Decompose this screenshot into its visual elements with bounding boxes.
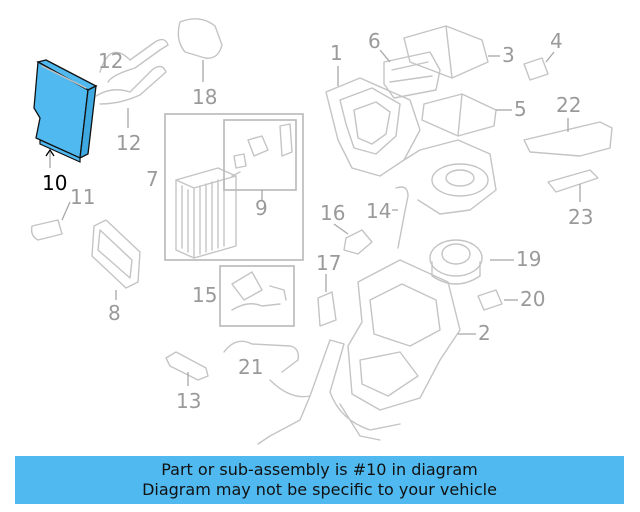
label-18: 18 <box>192 85 217 109</box>
leader-16 <box>333 223 349 235</box>
label-7: 7 <box>146 167 159 191</box>
part-12-pipes[interactable] <box>95 38 169 105</box>
caption-banner: Part or sub-assembly is #10 in diagram D… <box>15 456 624 504</box>
label-12-top: 12 <box>98 49 123 73</box>
part-19-blower-motor[interactable] <box>429 239 483 285</box>
caption-line-2: Diagram may not be specific to your vehi… <box>142 480 497 499</box>
part-17-module[interactable] <box>317 291 337 327</box>
part-11-bracket[interactable] <box>30 219 63 241</box>
label-13: 13 <box>176 389 201 413</box>
part-1-hvac-case[interactable] <box>325 77 497 215</box>
label-12-bottom: 12 <box>116 131 141 155</box>
label-4: 4 <box>550 29 563 53</box>
part-21-harness[interactable] <box>223 340 300 373</box>
label-19: 19 <box>516 247 541 271</box>
label-11: 11 <box>70 185 95 209</box>
leader-11 <box>61 201 71 221</box>
label-21: 21 <box>238 355 263 379</box>
caption-line-1: Part or sub-assembly is #10 in diagram <box>161 460 478 479</box>
label-3: 3 <box>502 43 515 67</box>
label-10: 10 <box>42 171 67 195</box>
part-2-lower-case[interactable] <box>347 259 461 411</box>
label-8: 8 <box>108 301 121 325</box>
group-box-7 <box>164 113 304 261</box>
part-18-cover[interactable] <box>177 18 223 59</box>
label-23: 23 <box>568 205 593 229</box>
part-3-duct[interactable] <box>403 25 489 79</box>
leader-4 <box>545 51 555 63</box>
part-20-resistor[interactable] <box>477 289 503 311</box>
group-box-15 <box>219 265 295 327</box>
part-10-heater-core[interactable] <box>33 59 98 163</box>
part-16-servo[interactable] <box>343 229 373 255</box>
label-6: 6 <box>368 29 381 53</box>
part-6-door[interactable] <box>383 51 441 99</box>
label-20: 20 <box>520 287 545 311</box>
part-15-actuator[interactable] <box>231 271 287 311</box>
label-1: 1 <box>330 41 343 65</box>
leader-6 <box>379 49 391 63</box>
label-9: 9 <box>255 196 268 220</box>
part-14-hose[interactable] <box>395 186 409 249</box>
label-2: 2 <box>478 321 491 345</box>
label-15: 15 <box>192 283 217 307</box>
label-5: 5 <box>514 97 527 121</box>
label-14: 14 <box>366 199 391 223</box>
label-22: 22 <box>556 93 581 117</box>
arrow-10 <box>45 148 55 157</box>
part-8-seal-frame[interactable] <box>91 219 141 289</box>
part-13-bracket[interactable] <box>165 351 209 381</box>
part-4-clip[interactable] <box>523 57 549 81</box>
group-box-9 <box>223 119 297 191</box>
part-main-wire-harness[interactable] <box>257 339 401 445</box>
label-16: 16 <box>320 201 345 225</box>
part-9-sensor[interactable] <box>231 123 293 177</box>
part-23-trim[interactable] <box>547 169 599 193</box>
part-22-duct[interactable] <box>523 121 613 157</box>
part-7-evaporator[interactable] <box>175 167 237 259</box>
label-17: 17 <box>316 251 341 275</box>
part-5-cabin-filter[interactable] <box>421 93 497 137</box>
